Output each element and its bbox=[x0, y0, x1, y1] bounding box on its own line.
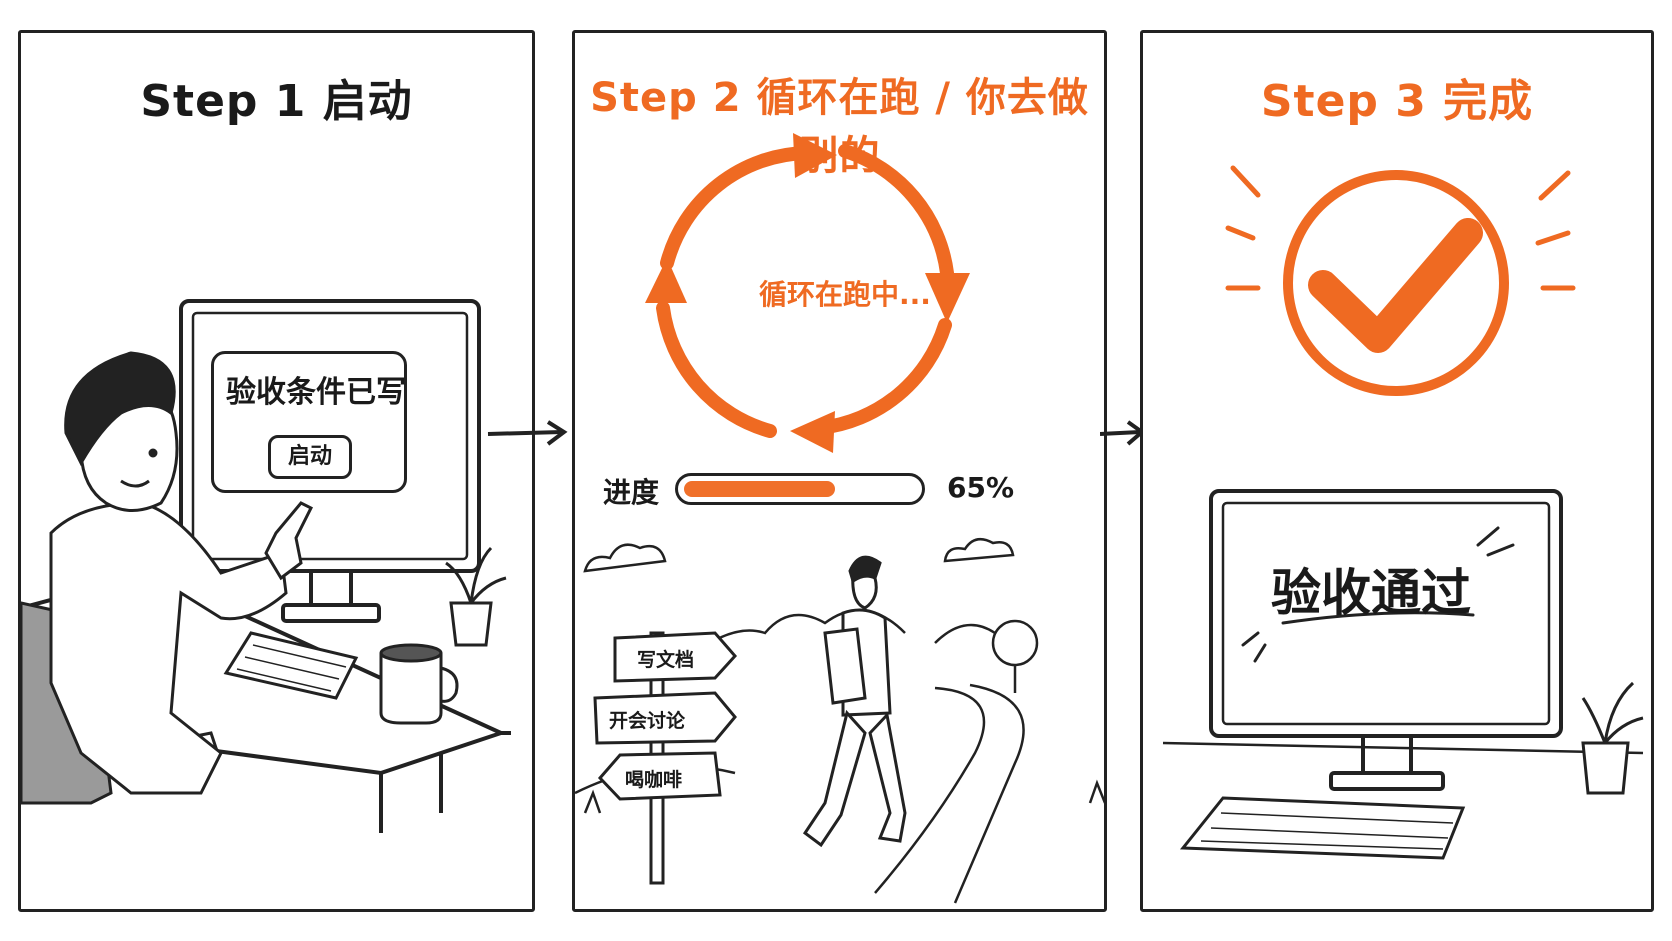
plant bbox=[1581, 681, 1644, 795]
progress-bar bbox=[675, 473, 925, 505]
step1-title: Step 1 启动 bbox=[140, 76, 413, 127]
coffee-mug bbox=[379, 643, 459, 725]
step3-panel: Step 3 完成 bbox=[1140, 30, 1654, 912]
screen-window bbox=[211, 351, 407, 493]
step3-title: Step 3 完成 bbox=[1260, 76, 1534, 127]
loop-running-label: 循环在跑中... bbox=[759, 278, 931, 311]
progress-label: 进度 bbox=[603, 476, 660, 509]
sign-drink-coffee: 喝咖啡 bbox=[625, 769, 683, 791]
step3-illustration bbox=[1162, 165, 1644, 860]
keyboard bbox=[223, 631, 359, 700]
person bbox=[49, 351, 314, 795]
sign-write-docs: 写文档 bbox=[637, 649, 695, 671]
highlight-lines bbox=[1241, 526, 1515, 663]
acceptance-passed-text: 验收通过 bbox=[1271, 564, 1471, 622]
step2-illustration bbox=[575, 133, 1104, 904]
loop-arrows-icon bbox=[656, 144, 954, 438]
sign-meeting-discussion: 开会讨论 bbox=[609, 710, 686, 732]
cloud-icon bbox=[583, 537, 1015, 573]
signpost bbox=[593, 631, 738, 885]
screen-text-acceptance-written: 验收条件已写 bbox=[226, 375, 406, 410]
step2-panel: Step 2 循环在跑 / 你去做别的 bbox=[572, 30, 1107, 912]
landscape bbox=[575, 608, 1104, 904]
progress-bar-fill bbox=[684, 481, 835, 497]
progress-percent: 65% bbox=[947, 471, 1015, 504]
monitor bbox=[1162, 489, 1644, 791]
walking-person bbox=[802, 555, 907, 848]
next-step-arrow-1 bbox=[487, 420, 568, 446]
checkmark-circle-icon bbox=[1225, 165, 1576, 396]
start-button[interactable]: 启动 bbox=[268, 435, 352, 479]
plant bbox=[445, 546, 507, 647]
keyboard bbox=[1179, 796, 1466, 860]
step1-panel: Step 1 启动 bbox=[18, 30, 535, 912]
